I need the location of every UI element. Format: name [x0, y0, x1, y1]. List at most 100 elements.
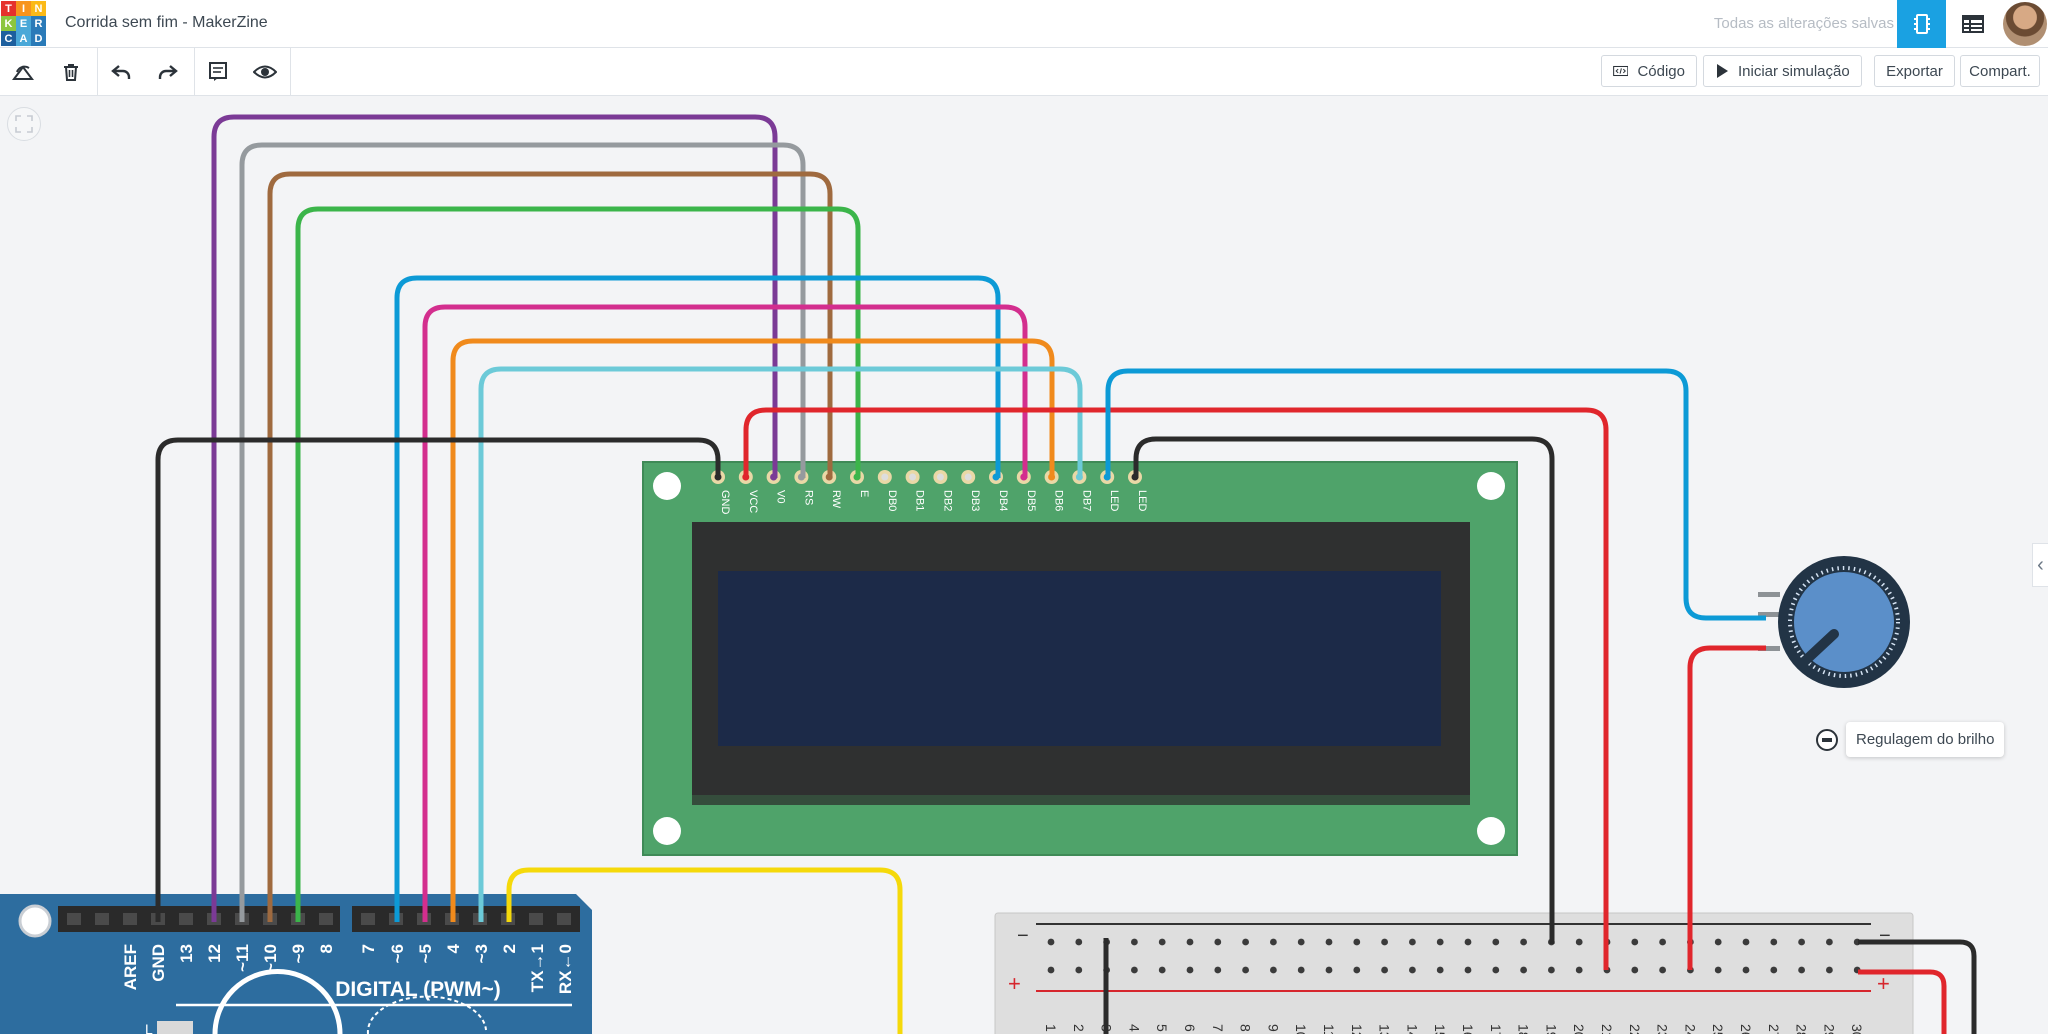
play-icon — [1717, 64, 1728, 78]
breadboard-hole[interactable] — [1548, 966, 1555, 974]
lcd-pin-label: DB7 — [1080, 490, 1092, 511]
header-pin[interactable] — [361, 913, 375, 925]
breadboard-hole[interactable] — [1798, 938, 1805, 946]
header-pin[interactable] — [557, 913, 571, 925]
breadboard-hole[interactable] — [1826, 938, 1833, 946]
breadboard-hole[interactable] — [1270, 966, 1277, 974]
column-number: 26 — [1738, 1024, 1754, 1034]
start-simulation-button[interactable]: Iniciar simulação — [1703, 55, 1862, 87]
breadboard-hole[interactable] — [1381, 938, 1388, 946]
redo-icon[interactable] — [145, 48, 191, 95]
breadboard-hole[interactable] — [1158, 966, 1166, 974]
visibility-icon[interactable] — [242, 48, 288, 95]
breadboard-hole[interactable] — [1770, 966, 1778, 974]
breadboard-hole[interactable] — [1714, 966, 1722, 974]
code-icon — [1613, 65, 1629, 77]
breadboard-hole[interactable] — [1186, 938, 1194, 946]
breadboard-hole[interactable] — [1325, 938, 1333, 946]
document-title[interactable]: Corrida sem fim - MakerZine — [65, 14, 268, 31]
breadboard-hole[interactable] — [1131, 938, 1138, 946]
undo-icon[interactable] — [98, 48, 144, 95]
breadboard-hole[interactable] — [1186, 966, 1194, 974]
breadboard-hole[interactable] — [1742, 966, 1750, 974]
breadboard-hole[interactable] — [1520, 938, 1527, 946]
header-label: GND — [149, 944, 168, 982]
notes-icon[interactable] — [195, 48, 241, 95]
header-pin[interactable] — [179, 913, 193, 925]
breadboard-hole[interactable] — [1297, 938, 1305, 946]
breadboard-hole[interactable] — [1464, 938, 1472, 946]
column-number: 7 — [1210, 1024, 1226, 1032]
fit-view-button[interactable] — [7, 107, 41, 141]
breadboard-hole[interactable] — [1575, 938, 1583, 946]
user-avatar[interactable] — [2003, 2, 2047, 46]
breadboard-hole[interactable] — [1242, 938, 1249, 946]
lcd-pin-label: RW — [830, 490, 842, 509]
breadboard-hole[interactable] — [1353, 966, 1361, 974]
share-button[interactable]: Compart. — [1960, 55, 2040, 87]
collapse-panel-tab[interactable]: ‹ — [2032, 543, 2048, 587]
wire-red-vcc — [743, 407, 1609, 970]
breadboard-hole[interactable] — [1575, 966, 1583, 974]
breadboard-hole[interactable] — [1409, 938, 1416, 946]
breadboard-hole[interactable] — [1047, 938, 1055, 946]
breadboard-hole[interactable] — [1631, 938, 1639, 946]
breadboard-hole[interactable] — [1158, 938, 1166, 946]
breadboard-hole[interactable] — [1436, 966, 1444, 974]
breadboard-hole[interactable] — [1214, 938, 1222, 946]
column-number: 8 — [1238, 1024, 1254, 1032]
lcd-pin-label: E — [858, 490, 870, 497]
breadboard-hole[interactable] — [1214, 966, 1222, 974]
header-pin[interactable] — [95, 913, 109, 925]
code-label: Código — [1637, 62, 1685, 80]
breadboard-hole[interactable] — [1075, 938, 1083, 946]
header-pin[interactable] — [529, 913, 543, 925]
circuit-view-button[interactable] — [1897, 0, 1946, 48]
breadboard-hole[interactable] — [1826, 966, 1833, 974]
breadboard-hole[interactable] — [1381, 966, 1388, 974]
column-number: 23 — [1655, 1024, 1671, 1034]
remove-note-icon[interactable] — [1816, 728, 1838, 751]
breadboard-hole[interactable] — [1242, 966, 1249, 974]
lcd-pin-label: LED — [1136, 490, 1148, 511]
header-pin[interactable] — [319, 913, 333, 925]
breadboard-hole[interactable] — [1131, 966, 1138, 974]
breadboard-hole[interactable] — [1770, 938, 1778, 946]
breadboard-hole[interactable] — [1714, 938, 1722, 946]
breadboard-hole[interactable] — [1492, 938, 1500, 946]
potentiometer-tooltip: Regulagem do brilho — [1816, 722, 2005, 757]
breadboard-hole[interactable] — [1353, 938, 1361, 946]
code-button[interactable]: Código — [1601, 55, 1697, 87]
export-button[interactable]: Exportar — [1874, 55, 1955, 87]
breadboard-hole[interactable] — [1325, 966, 1333, 974]
potentiometer[interactable] — [1758, 556, 1910, 688]
header-pin[interactable] — [67, 913, 81, 925]
breadboard-hole[interactable] — [1659, 938, 1666, 946]
breadboard-hole[interactable] — [1409, 966, 1416, 974]
fullscreen-icon — [15, 115, 33, 133]
breadboard-hole[interactable] — [1270, 938, 1277, 946]
breadboard-hole[interactable] — [1492, 966, 1500, 974]
breadboard-hole[interactable] — [1436, 938, 1444, 946]
breadboard-hole[interactable] — [1297, 966, 1305, 974]
breadboard-hole[interactable] — [1631, 966, 1639, 974]
rotate-icon[interactable] — [0, 48, 46, 95]
trash-icon[interactable] — [48, 48, 94, 95]
wire-gray — [239, 142, 806, 922]
breadboard-hole[interactable] — [1047, 966, 1055, 974]
breadboard-hole[interactable] — [1659, 966, 1666, 974]
tinkercad-logo[interactable]: T I N K E R C A D — [1, 1, 46, 46]
wire-blue — [394, 275, 1001, 922]
breadboard-hole[interactable] — [1742, 938, 1750, 946]
logo-letter: D — [31, 31, 46, 46]
breadboard-hole[interactable] — [1464, 966, 1472, 974]
breadboard-hole[interactable] — [1798, 966, 1805, 974]
header-pin[interactable] — [123, 913, 137, 925]
component-list-button[interactable] — [1946, 0, 1999, 48]
breadboard-hole[interactable] — [1520, 966, 1527, 974]
breadboard-hole[interactable] — [1075, 966, 1083, 974]
